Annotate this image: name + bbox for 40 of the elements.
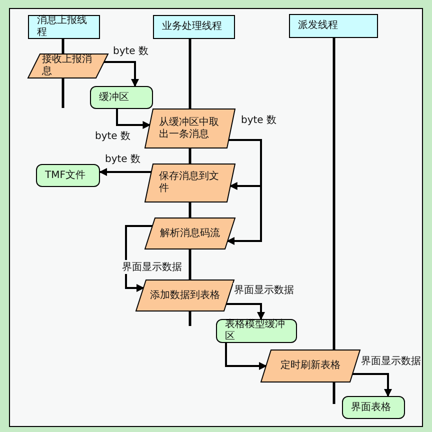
- node-label: 派发线程: [298, 20, 338, 32]
- data-store-box: [90, 86, 153, 109]
- thread-header: [153, 15, 235, 39]
- arrow: [226, 139, 262, 245]
- arrow: [99, 168, 152, 176]
- edge-label: 界面显示数据: [360, 354, 422, 368]
- edge-label: byte 数: [112, 44, 150, 58]
- edge-label: byte 数: [240, 113, 278, 127]
- node-label: 表格模型缓冲区: [225, 319, 286, 343]
- data-store-box: [216, 319, 297, 343]
- arrow: [125, 225, 152, 292]
- thread-header: [28, 15, 100, 39]
- arrow: [226, 303, 265, 320]
- process-parallelogram: [28, 54, 108, 78]
- node-label: TMF文件: [45, 170, 86, 182]
- edge-label: 界面显示数据: [121, 260, 183, 274]
- data-store-box: [36, 164, 100, 187]
- node-label: 接收上报消息: [42, 54, 93, 78]
- edge-label: byte 数: [94, 129, 132, 143]
- arrow: [104, 61, 139, 87]
- node-label: 添加数据到表格: [150, 290, 220, 302]
- node-label: 解析消息码流: [160, 228, 220, 240]
- arrow: [225, 343, 267, 370]
- process-parallelogram: [261, 350, 360, 382]
- arrow: [116, 109, 151, 129]
- thread-header: [289, 14, 378, 38]
- edge-label: 界面显示数据: [233, 283, 295, 297]
- node-label: 从缓冲区中取出一条消息: [159, 116, 220, 140]
- node-label: 缓冲区: [99, 92, 129, 104]
- node-label: 业务处理线程: [162, 21, 222, 33]
- node-label: 保存消息到文件: [159, 171, 220, 195]
- process-parallelogram: [145, 109, 235, 148]
- node-label: 消息上报线程: [37, 15, 88, 39]
- data-store-box: [342, 396, 405, 419]
- process-parallelogram: [145, 164, 235, 202]
- process-parallelogram: [136, 280, 234, 311]
- node-label: 界面表格: [351, 402, 391, 414]
- edge-label: byte 数: [104, 152, 142, 166]
- arrow: [352, 373, 392, 397]
- node-label: 定时刷新表格: [280, 360, 340, 372]
